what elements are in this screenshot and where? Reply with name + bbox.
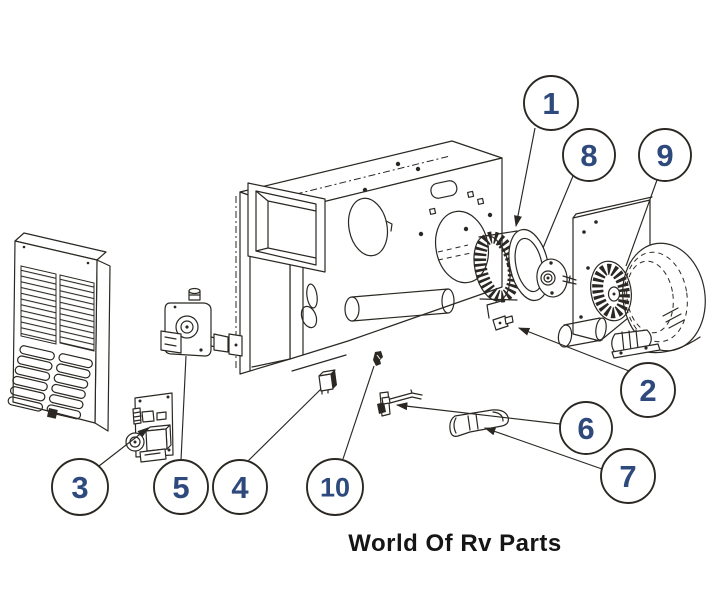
electrode: [377, 389, 423, 417]
callout-leader-6: [395, 402, 561, 425]
callout-number-5: 5: [172, 470, 189, 505]
callout-circle-2: [620, 362, 676, 418]
callout-leader-7: [483, 427, 603, 470]
callouts: 18 9 2 67 3 5 4 10: [51, 75, 692, 516]
callout-circle-6: [559, 401, 613, 455]
callout-number-6: 6: [577, 411, 594, 446]
furnace-cabinet: [235, 140, 503, 375]
callout-leader-3: [98, 427, 149, 467]
callout-number-7: 7: [619, 459, 636, 494]
callout-circle-5: [153, 459, 209, 515]
gas-valve: [160, 287, 243, 357]
callout-number-8: 8: [580, 138, 597, 173]
front-grille-door: [7, 232, 111, 432]
diagram-title: World Of Rv Parts: [348, 530, 562, 557]
callout-number-1: 1: [542, 86, 559, 121]
callout-leader-10: [342, 365, 375, 460]
callout-leader-5: [180, 355, 187, 461]
heat-exchanger-tube: [344, 288, 455, 322]
callout-circle-10: [306, 458, 364, 516]
circuit-board: [125, 392, 174, 463]
limit-switch: [486, 299, 514, 331]
callout-number-2: 2: [639, 373, 656, 408]
callout-circle-1: [523, 75, 579, 131]
callout-number-4: 4: [231, 470, 249, 505]
blower-motor: [536, 258, 577, 298]
combustion-wheel: [590, 260, 632, 322]
exhaust-tube: [557, 317, 607, 348]
callout-leader-8: [542, 175, 574, 249]
callout-circle-8: [562, 128, 616, 182]
callout-leader-2: [517, 327, 630, 372]
callout-number-9: 9: [656, 138, 673, 173]
callout-number-10: 10: [320, 473, 350, 503]
callout-leader-1: [514, 127, 536, 228]
screw-fastener: [373, 351, 383, 366]
callout-circle-9: [638, 128, 692, 182]
callout-leader-9: [625, 179, 658, 267]
callout-leader-4: [247, 388, 322, 462]
duct-opening: [247, 182, 326, 273]
micro-switch: [318, 369, 337, 395]
callout-circle-4: [212, 459, 268, 515]
callout-number-3: 3: [71, 470, 88, 505]
combustion-air-duct: [611, 329, 661, 359]
burner-bracket: [449, 409, 509, 437]
callout-circle-7: [600, 448, 656, 504]
callout-circle-3: [51, 458, 109, 516]
